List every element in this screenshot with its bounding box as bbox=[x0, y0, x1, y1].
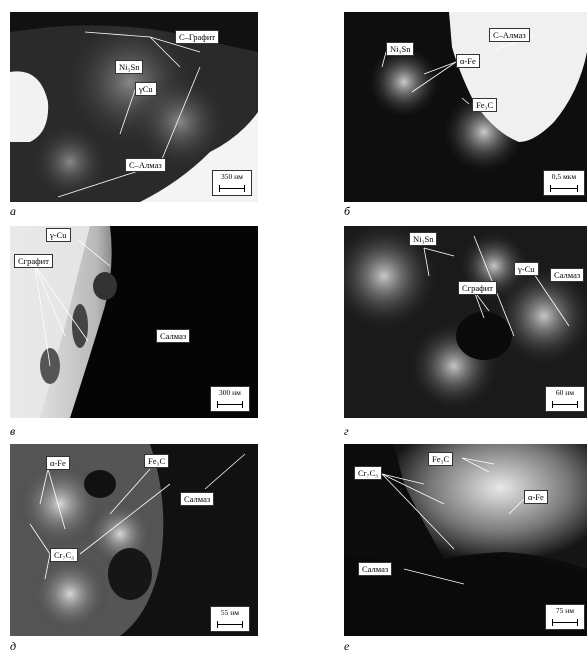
label-graphite: Cграфит bbox=[458, 281, 497, 295]
caption-e: д bbox=[10, 639, 17, 653]
label-ni3sn: Ni₃Sn bbox=[386, 42, 415, 56]
label-graphite: Cграфит bbox=[14, 254, 53, 268]
caption-b: б bbox=[344, 204, 351, 218]
label-cr7c3: Cr₇C₃ bbox=[50, 548, 79, 562]
scale-bar: 0,5 мкм bbox=[543, 170, 585, 196]
label-gamma-cu: γ-Cu bbox=[46, 228, 71, 242]
caption-d: г bbox=[344, 424, 349, 438]
label-diamond: C–Алмаз bbox=[125, 158, 166, 172]
scale-bar: 55 нм bbox=[210, 606, 250, 632]
label-fe3c: Fe₃C bbox=[144, 454, 170, 468]
micrograph-a: C–Графит Ni₃Sn γCu C–Алмаз 350 нм bbox=[10, 12, 258, 202]
micrograph-b: C–Алмаз Ni₃Sn α-Fe Fe₃C 0,5 мкм bbox=[344, 12, 587, 202]
scale-bar: 350 нм bbox=[212, 170, 252, 196]
label-gamma-cu: γ-Cu bbox=[514, 262, 539, 276]
label-fe3c: Fe₃C bbox=[428, 452, 454, 466]
label-diamond: Cалмаз bbox=[180, 492, 215, 506]
label-alpha-fe: α-Fe bbox=[456, 54, 480, 68]
label-alpha-fe: α-Fe bbox=[46, 456, 70, 470]
caption-a: а bbox=[10, 204, 16, 218]
label-alpha-fe: α-Fe bbox=[524, 490, 548, 504]
label-diamond: Cалмаз bbox=[550, 268, 585, 282]
label-diamond: Cалмаз bbox=[358, 562, 393, 576]
label-diamond: C–Алмаз bbox=[489, 28, 530, 42]
scale-bar: 300 нм bbox=[210, 386, 250, 412]
micrograph-d: Ni₃Sn γ-Cu Cалмаз Cграфит 60 нм bbox=[344, 226, 587, 418]
label-ni3sn: Ni₃Sn bbox=[115, 60, 144, 74]
label-ni3sn: Ni₃Sn bbox=[409, 232, 438, 246]
micrograph-c: γ-Cu Cграфит Cалмаз 300 нм bbox=[10, 226, 258, 418]
label-cr7c3: Cr₇C₃ bbox=[354, 466, 383, 480]
scale-bar: 75 нм bbox=[545, 604, 585, 630]
scale-bar: 60 нм bbox=[545, 386, 585, 412]
micrograph-f: Fe₃C Cr₇C₃ α-Fe Cалмаз 75 нм bbox=[344, 444, 587, 636]
label-graphite: C–Графит bbox=[175, 30, 220, 44]
micrograph-e: α-Fe Fe₃C Cалмаз Cr₇C₃ 55 нм bbox=[10, 444, 258, 636]
label-diamond: Cалмаз bbox=[156, 329, 191, 343]
label-fe3c: Fe₃C bbox=[472, 98, 498, 112]
caption-c: в bbox=[10, 424, 16, 438]
label-gamma-cu: γCu bbox=[135, 82, 157, 96]
caption-f: е bbox=[344, 639, 350, 653]
